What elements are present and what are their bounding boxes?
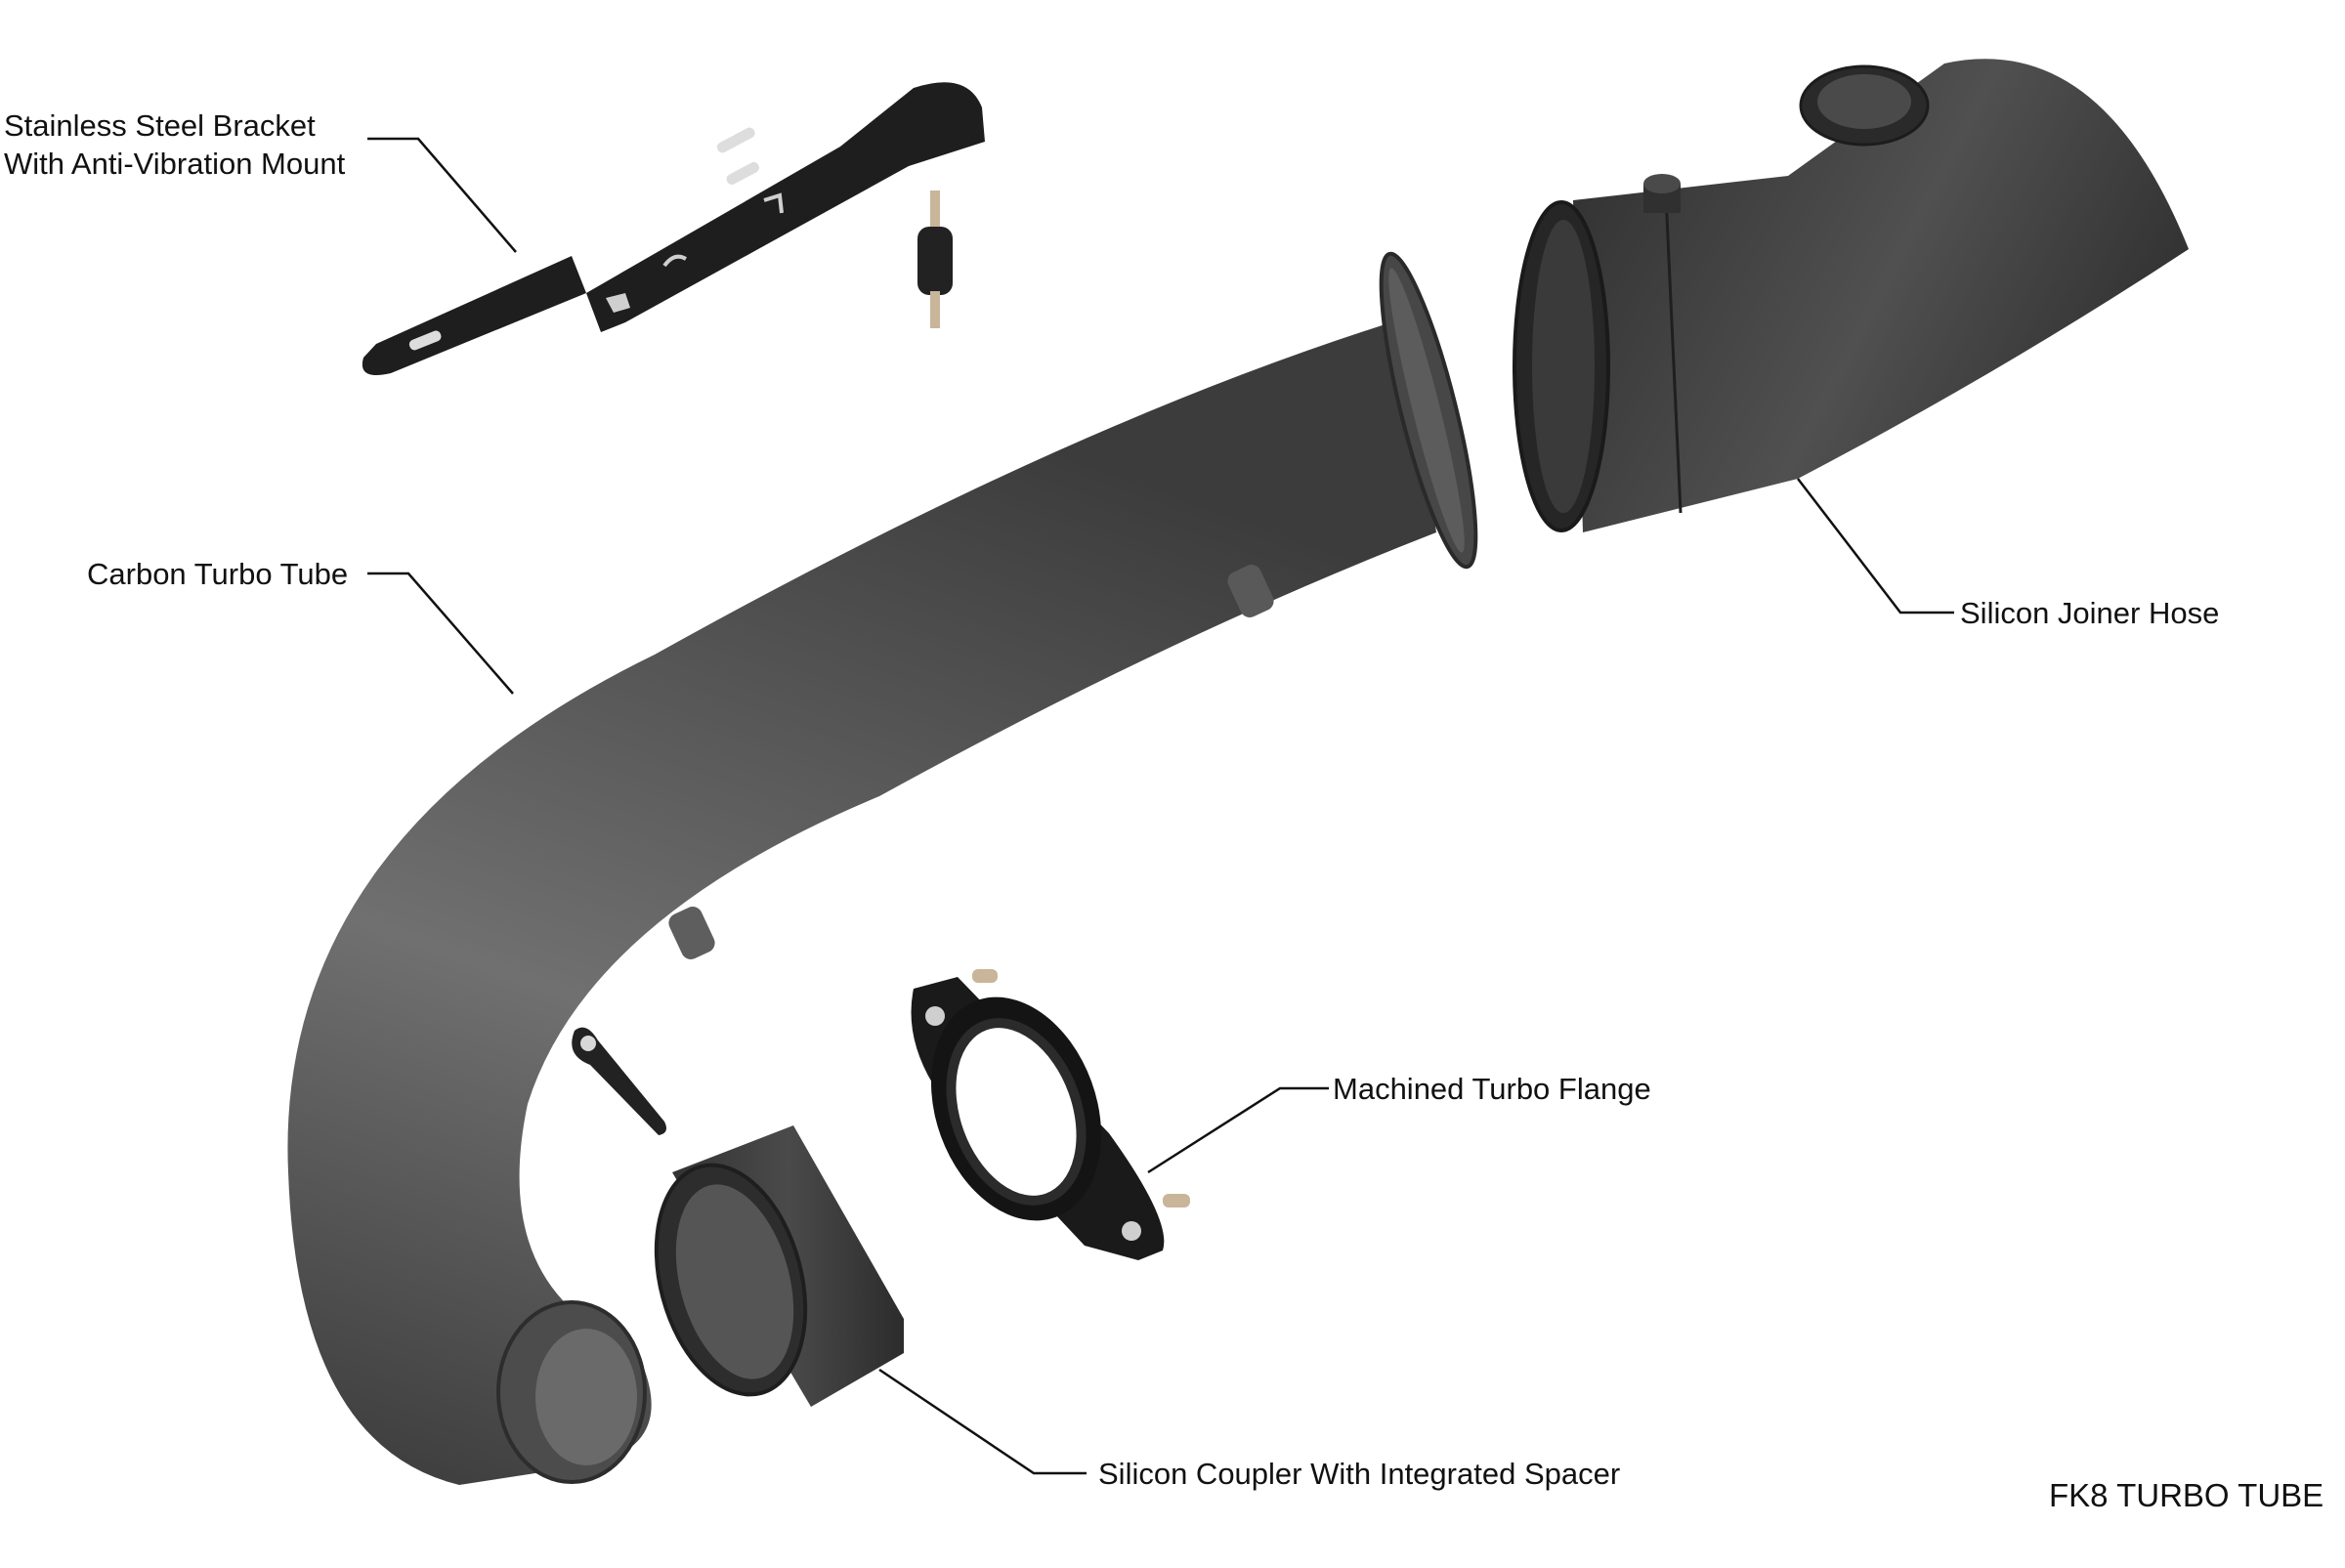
coupler-label: Silicon Coupler With Integrated Spacer: [1098, 1457, 1621, 1491]
tube-label: Carbon Turbo Tube: [87, 557, 349, 591]
leader-lines: [367, 137, 1954, 1475]
hose-label: Silicon Joiner Hose: [1960, 596, 2220, 630]
anti-vibration-mount-part: [917, 191, 953, 328]
diagram-caption: FK8 TURBO TUBE: [2049, 1477, 2324, 1513]
hose-leader-line: [1797, 478, 1954, 614]
coupler-leader-line: [878, 1368, 1087, 1475]
bracket-label: Stainless Steel Bracket With Anti-Vibrat…: [4, 108, 346, 181]
carbon-turbo-tube-part: [287, 251, 1478, 1485]
tube-leader-line: [367, 572, 514, 695]
flange-leader-line: [1147, 1086, 1329, 1174]
machined-turbo-flange-part: [911, 969, 1190, 1260]
silicon-joiner-hose-part: [1513, 59, 2189, 533]
hose-clip-part: [572, 1027, 666, 1135]
flange-label: Machined Turbo Flange: [1333, 1072, 1651, 1106]
bracket-leader-line: [367, 137, 517, 253]
silicon-coupler-part: [654, 1125, 904, 1407]
stainless-bracket-part: [362, 82, 985, 375]
